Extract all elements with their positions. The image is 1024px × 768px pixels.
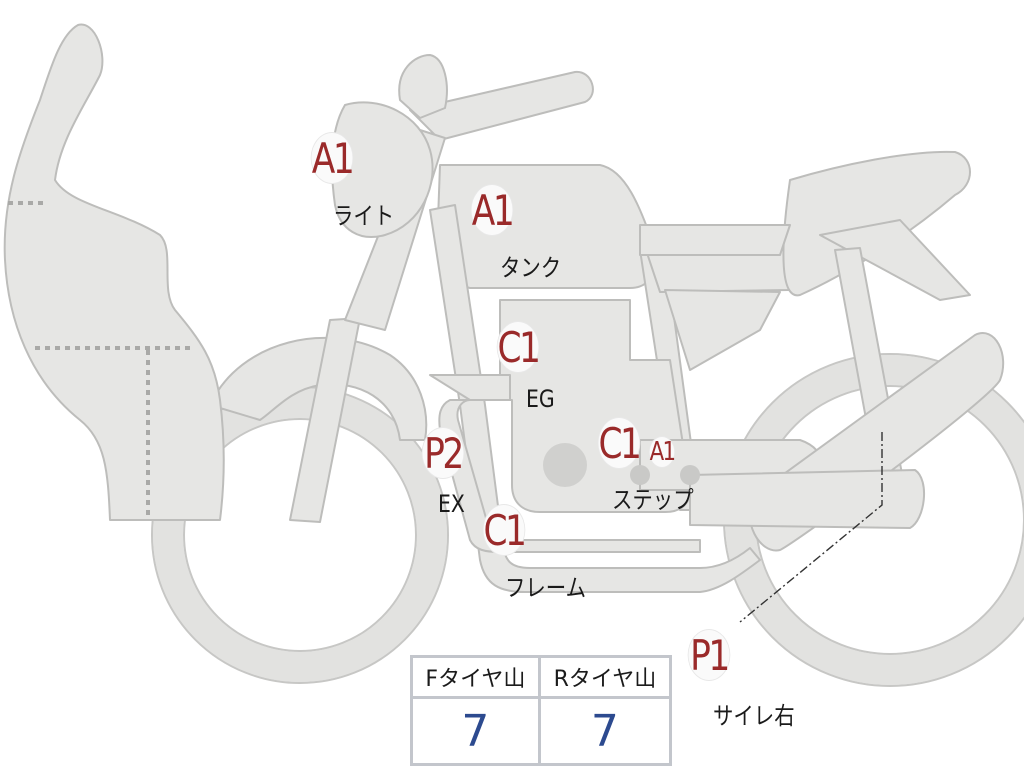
label-engine: EG bbox=[526, 385, 555, 413]
seat-rail bbox=[639, 224, 791, 256]
badge-step-c: C1 bbox=[598, 418, 642, 468]
label-tire-side: サイレ右 bbox=[713, 702, 795, 730]
badge-engine: C1 bbox=[497, 322, 541, 372]
swingarm bbox=[689, 469, 926, 529]
label-frame: フレーム bbox=[505, 574, 586, 602]
side-cover bbox=[664, 289, 781, 371]
tire-leader-line bbox=[739, 432, 883, 623]
tail-rail bbox=[819, 219, 971, 301]
badge-tire-side: P1 bbox=[688, 630, 730, 680]
label-step: ステップ bbox=[612, 486, 694, 514]
rear-tire-header: Rタイヤ山 bbox=[537, 655, 673, 699]
fairing bbox=[3, 23, 225, 521]
badge-exhaust: P2 bbox=[422, 428, 464, 478]
exhaust-pipe bbox=[429, 374, 701, 553]
rear-tire-value: 7 bbox=[537, 696, 673, 766]
badge-tank: A1 bbox=[471, 185, 515, 235]
front-tire-header: Fタイヤ山 bbox=[410, 655, 541, 699]
engine-cover bbox=[543, 443, 587, 487]
label-exhaust: EX bbox=[438, 490, 465, 518]
front-fender bbox=[209, 336, 428, 441]
badge-light: A1 bbox=[311, 133, 355, 183]
badge-frame: C1 bbox=[483, 505, 527, 555]
front-tire-value: 7 bbox=[410, 696, 541, 766]
label-light: ライト bbox=[333, 202, 395, 230]
badge-step-a: A1 bbox=[649, 437, 676, 467]
brake-pedal bbox=[630, 465, 650, 485]
mirror bbox=[398, 54, 448, 119]
tire-tread-table: Fタイヤ山 Rタイヤ山 7 7 bbox=[410, 655, 673, 766]
label-tank: タンク bbox=[500, 254, 562, 282]
footpeg bbox=[680, 465, 700, 485]
handlebar bbox=[409, 70, 594, 141]
frame-down-tube bbox=[429, 204, 761, 593]
